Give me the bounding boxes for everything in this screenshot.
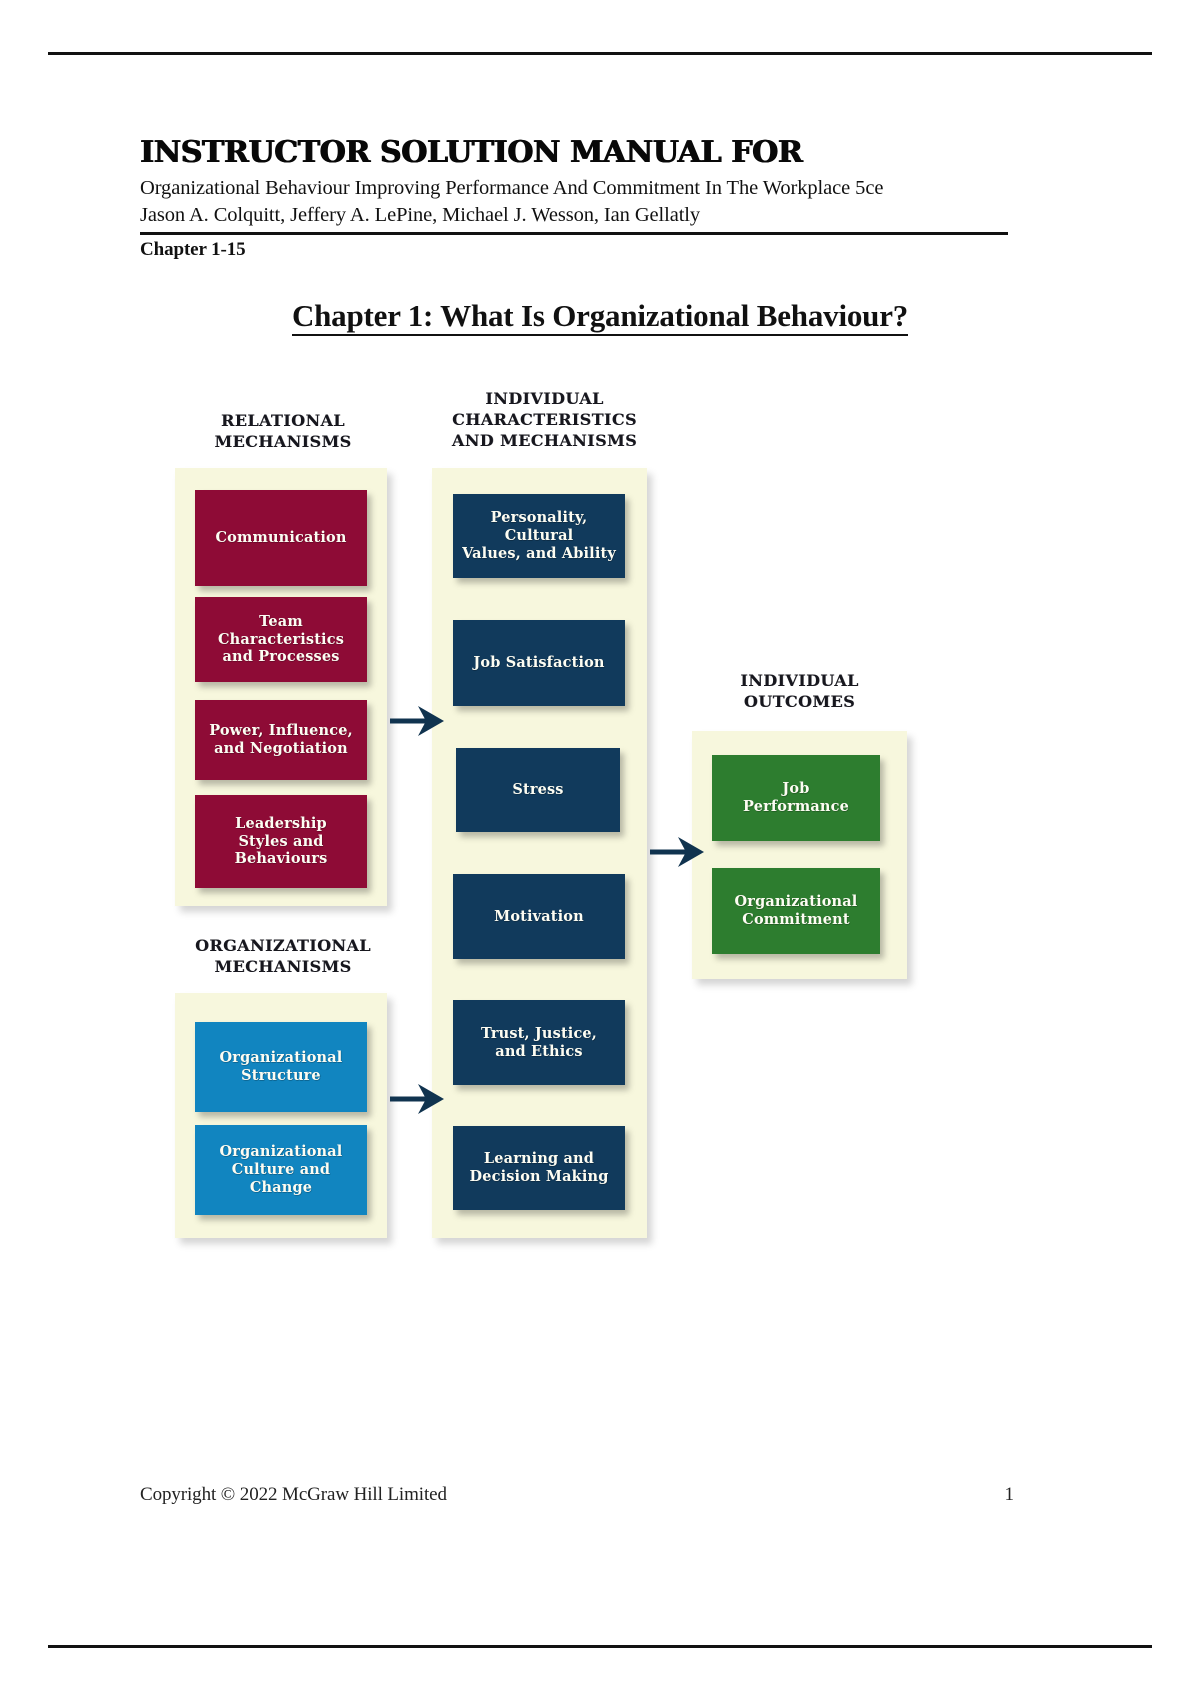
label-relational-mechanisms: RELATIONAL MECHANISMS [198,410,368,452]
node-motivation[interactable]: Motivation [453,874,625,959]
label-indchar-line3: AND MECHANISMS [451,431,638,451]
node-communication-line1: Communication [215,529,347,547]
node-communication[interactable]: Communication [195,490,367,586]
node-orgcommitment-line2: Commitment [742,911,850,928]
node-stress-line1: Stress [512,781,564,799]
node-orgcommitment-line1: Organizational [734,893,858,911]
arrow-organizational-to-individual [388,1078,446,1120]
node-organizational-culture-and-change[interactable]: Organizational Culture and Change [195,1125,367,1215]
node-team-line3: and Processes [222,648,340,666]
label-relational-line2: MECHANISMS [214,432,352,452]
node-power-influence-and-negotiation[interactable]: Power, Influence, and Negotiation [195,700,367,780]
node-organizational-structure[interactable]: Organizational Structure [195,1022,367,1112]
label-relational-line1: RELATIONAL [221,411,345,430]
node-learning-line1: Learning and [483,1150,595,1168]
node-trust-justice-and-ethics[interactable]: Trust, Justice, and Ethics [453,1000,625,1085]
node-personality-cultural-values-and-ability[interactable]: Personality, Cultural Values, and Abilit… [453,494,625,578]
node-orgstructure-line1: Organizational [219,1049,343,1067]
node-personality-line1: Personality, Cultural [490,509,588,545]
node-stress[interactable]: Stress [456,748,620,832]
page-top-rule [48,52,1152,55]
label-outcomes-line2: OUTCOMES [743,692,856,712]
footer-page-number: 1 [1004,1484,1015,1505]
node-orgculture-line3: Change [249,1178,313,1196]
label-individual-characteristics: INDIVIDUAL CHARACTERISTICS AND MECHANISM… [442,388,647,451]
node-team-line2: Characteristics [217,630,345,648]
node-job-satisfaction[interactable]: Job Satisfaction [453,620,625,706]
node-learning-and-decision-making[interactable]: Learning and Decision Making [453,1126,625,1210]
node-leadership-line3: Behaviours [234,850,328,868]
node-leadership-line1: Leadership [235,814,327,832]
node-job-performance[interactable]: Job Performance [712,755,880,841]
panel-individual-characteristics [432,468,647,1238]
node-orgstructure-line2: Structure [241,1067,321,1084]
label-organizational-mechanisms: ORGANIZATIONAL MECHANISMS [178,935,388,977]
node-motivation-line1: Motivation [494,907,584,925]
chapter-range: Chapter 1-15 [140,239,246,261]
node-trust-line2: and Ethics [495,1042,583,1060]
node-learning-line2: Decision Making [469,1168,609,1185]
node-jobperformance-line1: Job [782,780,810,798]
node-orgculture-line1: Organizational [219,1143,343,1161]
page-title-text: Chapter 1: What Is Organizational Behavi… [291,298,908,336]
label-indchar-line1: INDIVIDUAL [485,389,604,408]
node-organizational-commitment[interactable]: Organizational Commitment [712,868,880,954]
manual-title: INSTRUCTOR SOLUTION MANUAL FOR [140,135,803,170]
authors-line: Jason A. Colquitt, Jeffery A. LePine, Mi… [140,204,701,227]
header-divider [140,232,1008,236]
footer-copyright: Copyright © 2022 McGraw Hill Limited [140,1484,447,1505]
node-team-line1: Team [259,612,303,630]
node-power-line2: and Negotiation [214,740,348,757]
label-indchar-line2: CHARACTERISTICS [452,410,637,430]
label-orgmech-line2: MECHANISMS [214,957,352,977]
node-team-characteristics-and-processes[interactable]: Team Characteristics and Processes [195,597,367,682]
node-personality-line2: Values, and Ability [462,544,616,562]
node-power-line1: Power, Influence, [209,722,353,740]
arrow-relational-to-individual [388,700,446,742]
node-jobperformance-line2: Performance [743,798,849,815]
page-bottom-rule [48,1645,1152,1648]
node-jobsatisfaction-line1: Job Satisfaction [473,654,605,672]
arrow-individual-to-outcomes [648,831,706,873]
document-header: INSTRUCTOR SOLUTION MANUAL FOR Organizat… [140,138,1020,261]
node-trust-line1: Trust, Justice, [481,1024,597,1042]
node-leadership-styles-and-behaviours[interactable]: Leadership Styles and Behaviours [195,795,367,888]
page-title: Chapter 1: What Is Organizational Behavi… [0,298,1200,336]
node-leadership-line2: Styles and [238,832,324,850]
label-outcomes-line1: INDIVIDUAL [740,671,859,690]
book-title: Organizational Behaviour Improving Perfo… [140,177,884,199]
node-orgculture-line2: Culture and [231,1161,331,1179]
label-individual-outcomes: INDIVIDUAL OUTCOMES [712,670,887,712]
label-orgmech-line1: ORGANIZATIONAL [195,936,371,955]
